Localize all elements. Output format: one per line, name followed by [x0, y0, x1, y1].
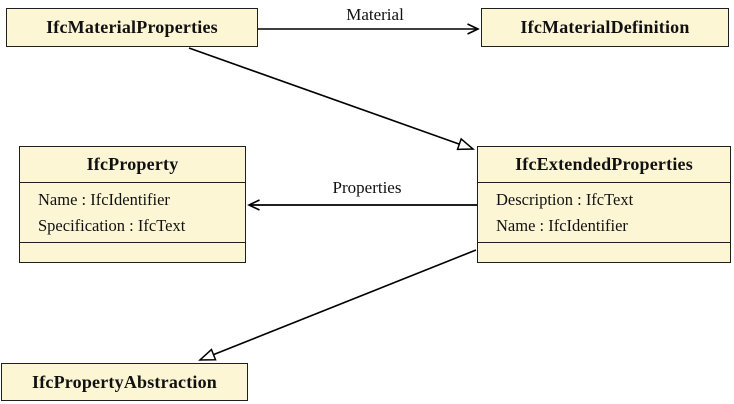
- class-title: IfcExtendedProperties: [515, 154, 693, 174]
- generalization-line-to-propertyabstraction: [198, 249, 477, 361]
- class-ifcmaterialproperties[interactable]: IfcMaterialProperties: [6, 8, 258, 47]
- class-attributes: Description : IfcText Name : IfcIdentifi…: [478, 182, 730, 242]
- class-ifcmaterialdefinition[interactable]: IfcMaterialDefinition: [481, 8, 729, 47]
- attribute-row: Name : IfcIdentifier: [38, 190, 170, 209]
- class-ifcextendedproperties[interactable]: IfcExtendedProperties Description : IfcT…: [477, 146, 731, 263]
- class-operations-empty: [20, 242, 245, 262]
- generalization-line-to-extendedproperties: [188, 47, 475, 151]
- class-title: IfcProperty: [86, 154, 179, 174]
- class-ifcpropertyabstraction[interactable]: IfcPropertyAbstraction: [1, 363, 248, 401]
- properties-edge-label: Properties: [332, 178, 402, 197]
- attribute-row: Description : IfcText: [496, 190, 634, 209]
- material-edge-label: Material: [346, 5, 404, 24]
- attribute-row: Name : IfcIdentifier: [496, 216, 628, 235]
- class-title: IfcMaterialProperties: [46, 17, 218, 37]
- class-title: IfcPropertyAbstraction: [31, 371, 218, 392]
- attribute-row: Specification : IfcText: [38, 216, 186, 235]
- class-operations-empty: [478, 242, 730, 262]
- class-attributes: Name : IfcIdentifier Specification : Ifc…: [20, 182, 245, 242]
- class-ifcproperty[interactable]: IfcProperty Name : IfcIdentifier Specifi…: [19, 146, 246, 263]
- class-title: IfcMaterialDefinition: [520, 17, 690, 37]
